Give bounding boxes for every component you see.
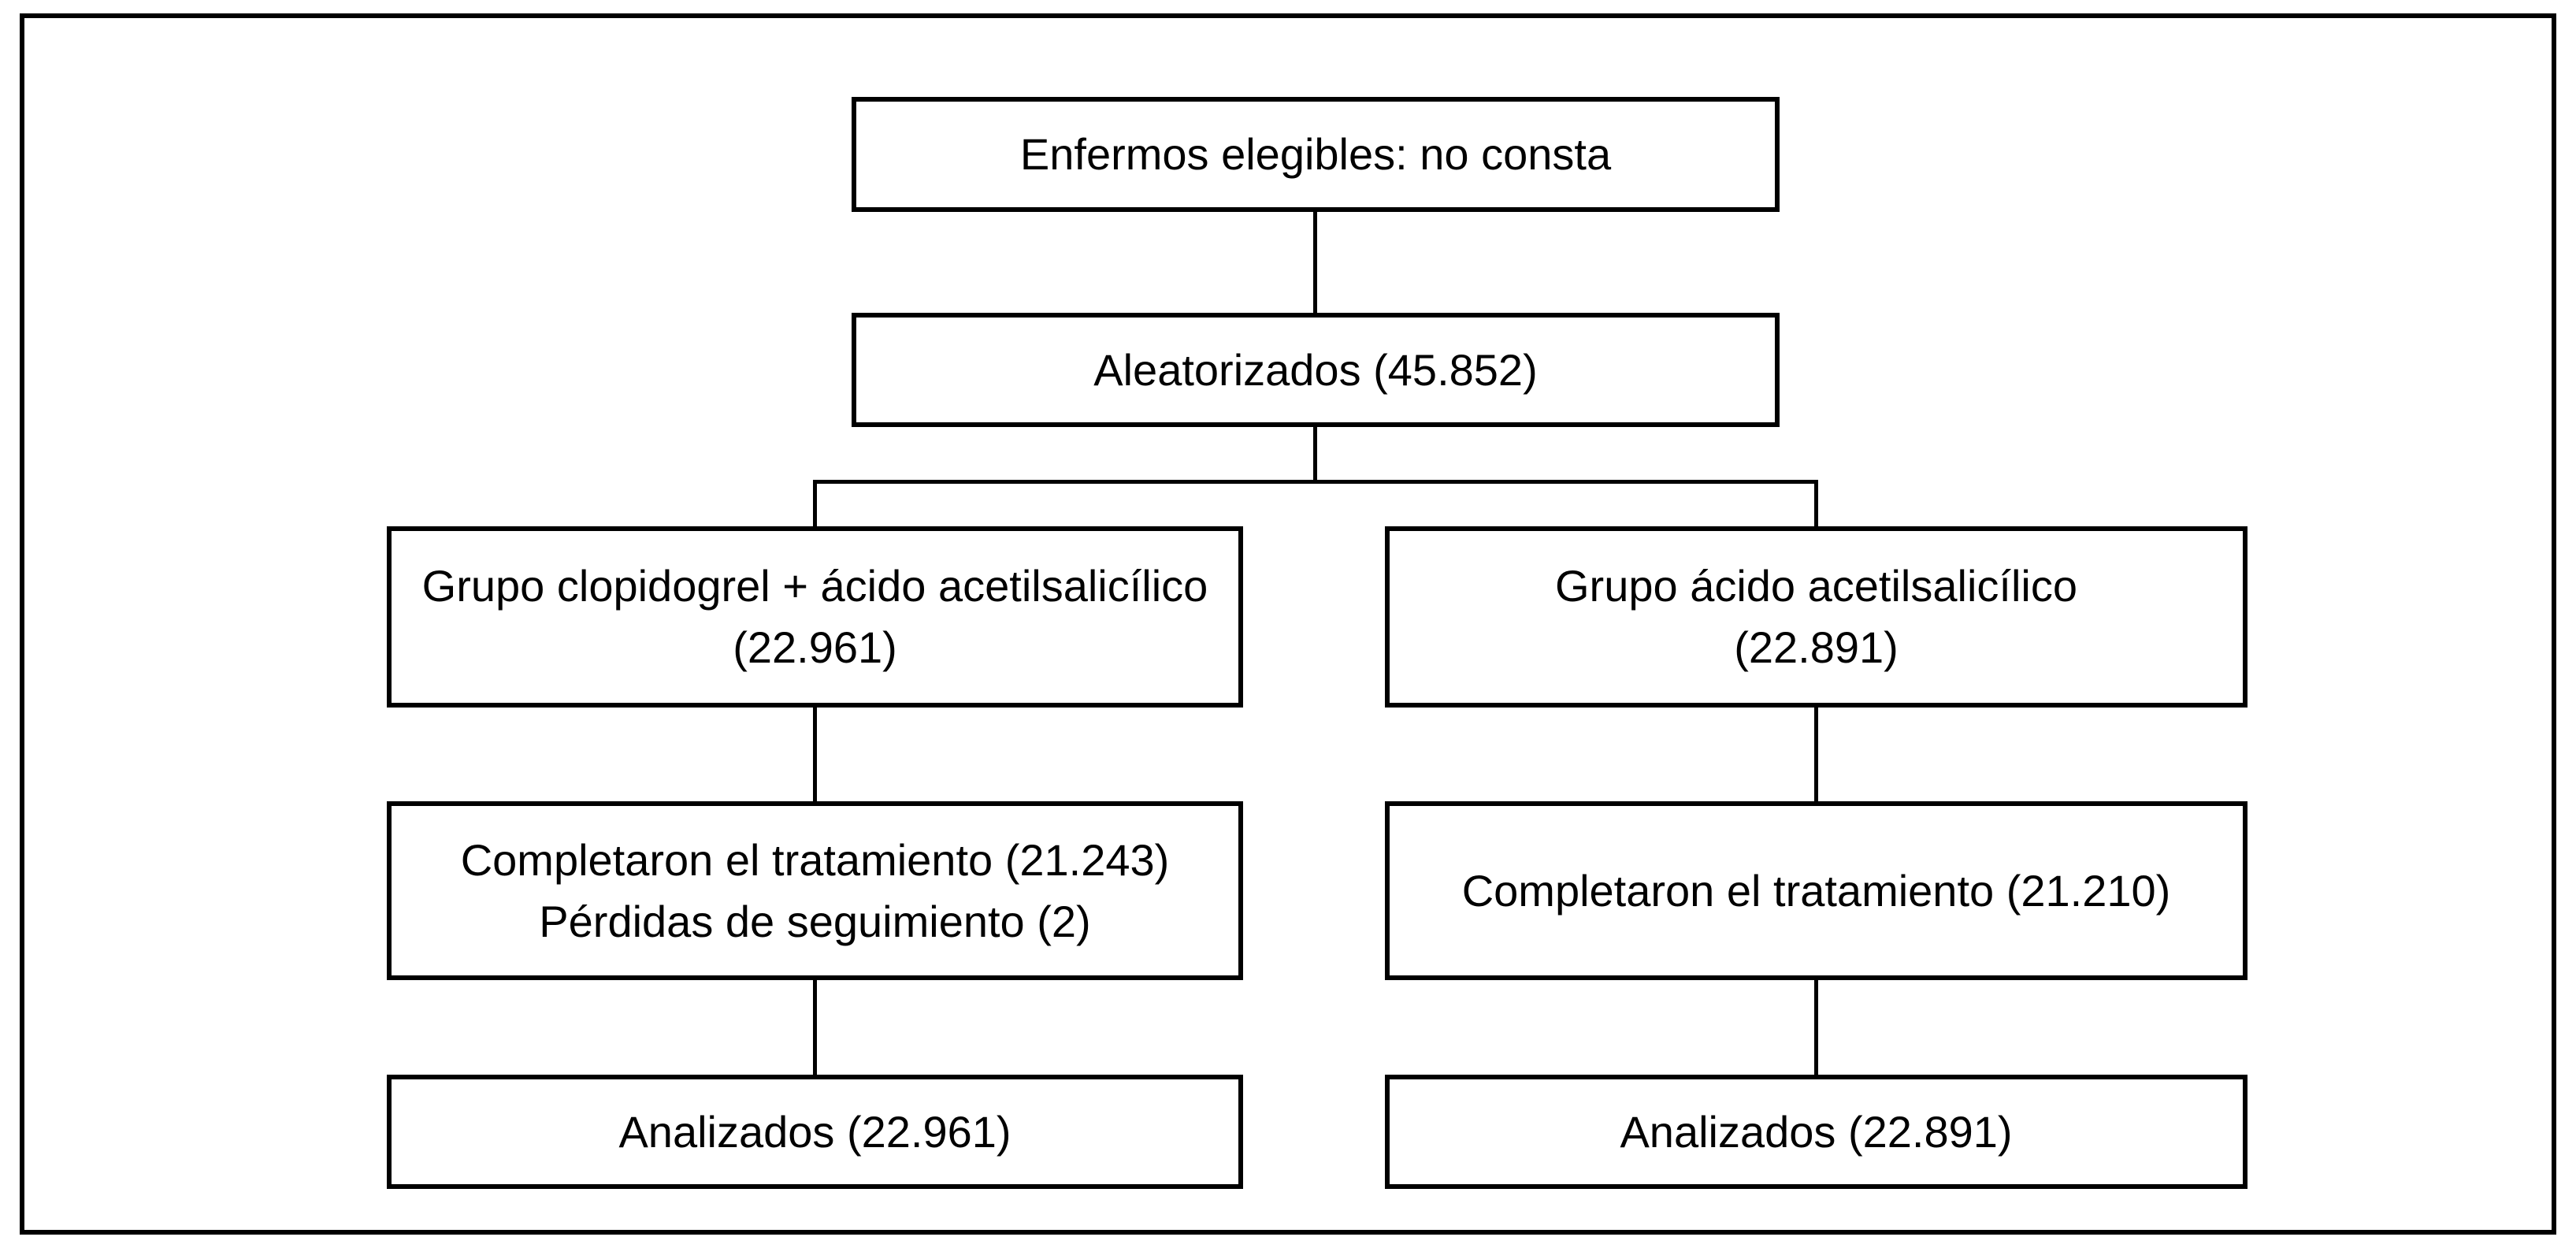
- diagram-outer-frame: Enfermos elegibles: no consta Aleatoriza…: [20, 13, 2556, 1235]
- node-group-aas-line2: (22.891): [1734, 622, 1899, 672]
- node-analyzed-right: Analizados (22.891): [1385, 1075, 2248, 1189]
- connector-eligible-to-randomized: [1313, 212, 1317, 314]
- node-completed-treatment-right: Completaron el tratamiento (21.210): [1385, 801, 2248, 980]
- node-randomized-label: Aleatorizados (45.852): [1093, 344, 1538, 395]
- node-completed-treatment-left-line2: Pérdidas de seguimiento (2): [539, 896, 1091, 946]
- connector-group-to-completed-right: [1814, 708, 1818, 804]
- connector-group-to-completed-left: [813, 708, 817, 804]
- node-eligible-patients: Enfermos elegibles: no consta: [852, 97, 1780, 212]
- connector-branch-to-group-right: [1814, 480, 1818, 529]
- node-randomized: Aleatorizados (45.852): [852, 313, 1780, 427]
- connector-randomized-to-branch: [1313, 427, 1317, 484]
- connector-branch-horizontal: [813, 480, 1818, 484]
- node-group-aas-line1: Grupo ácido acetilsalicílico: [1555, 561, 2077, 611]
- node-group-clopidogrel-aas-line2: (22.961): [733, 622, 897, 672]
- connector-branch-to-group-left: [813, 480, 817, 529]
- node-analyzed-right-label: Analizados (22.891): [1620, 1106, 2013, 1157]
- node-completed-treatment-right-label: Completaron el tratamiento (21.210): [1461, 865, 2171, 916]
- connector-completed-to-analyzed-right: [1814, 980, 1818, 1077]
- connector-completed-to-analyzed-left: [813, 980, 817, 1077]
- node-group-clopidogrel-aas: Grupo clopidogrel + ácido acetilsalicíli…: [387, 526, 1243, 708]
- node-group-clopidogrel-aas-line1: Grupo clopidogrel + ácido acetilsalicíli…: [421, 561, 1208, 611]
- node-eligible-label: Enfermos elegibles: no consta: [1019, 129, 1612, 179]
- node-completed-treatment-left: Completaron el tratamiento (21.243) Pérd…: [387, 801, 1243, 980]
- node-group-aas: Grupo ácido acetilsalicílico (22.891): [1385, 526, 2248, 708]
- node-analyzed-left: Analizados (22.961): [387, 1075, 1243, 1189]
- node-analyzed-left-label: Analizados (22.961): [618, 1106, 1011, 1157]
- node-completed-treatment-left-line1: Completaron el tratamiento (21.243): [460, 834, 1170, 885]
